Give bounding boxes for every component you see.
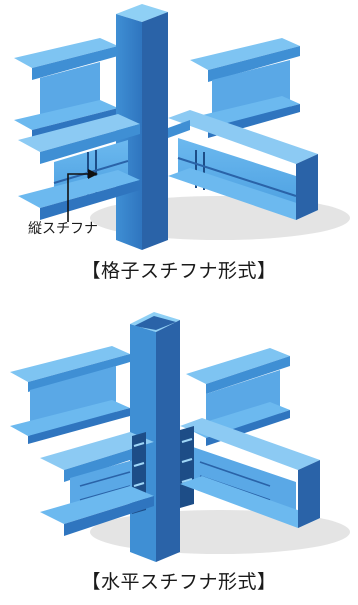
callout-arrow [67, 169, 98, 222]
beam-back-left [14, 38, 118, 140]
beam-front-right [168, 110, 318, 220]
lattice-stiffener-diagram [14, 4, 350, 250]
caption-horizontal-stiffener: 【水平スチフナ形式】 [81, 571, 277, 593]
beam-front-right [180, 418, 320, 528]
horizontal-stiffener-figure: 【水平スチフナ形式】 [0, 300, 358, 605]
vertical-stiffener-label: 縦スチフナ [28, 221, 98, 237]
beam-back-left [10, 346, 130, 444]
lattice-stiffener-figure: 縦スチフナ 【格子スチフナ形式】 [0, 0, 358, 300]
beam-back-right [186, 348, 290, 446]
caption-lattice-stiffener: 【格子スチフナ形式】 [81, 260, 277, 282]
horizontal-stiffener-diagram [10, 312, 350, 562]
beam-front-left [40, 432, 154, 536]
